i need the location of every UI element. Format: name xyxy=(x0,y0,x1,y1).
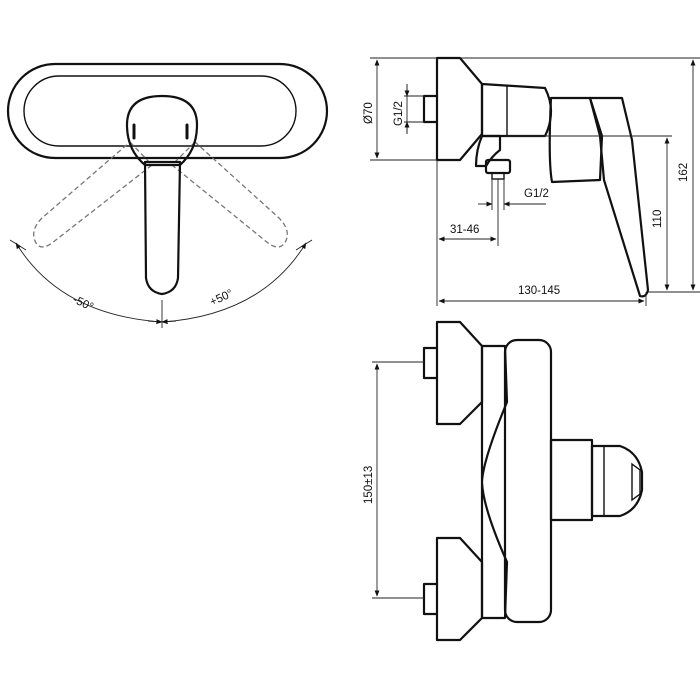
total-height-label: 162 xyxy=(678,163,690,182)
side-body xyxy=(480,82,553,138)
top-nipple-upper xyxy=(422,346,439,380)
dia-label: Ø70 xyxy=(363,102,375,124)
front-body-outline xyxy=(6,62,329,160)
top-escutcheon-upper xyxy=(435,320,484,426)
outlet-thread-label: G1/2 xyxy=(524,188,549,200)
top-view: 150±13 xyxy=(363,320,644,642)
lever-head xyxy=(125,94,199,167)
angle-arc xyxy=(15,242,307,323)
lever-right-position xyxy=(171,141,288,248)
depth-label: 130-145 xyxy=(518,285,560,297)
inlet-nipple xyxy=(422,94,439,124)
angle-tick-left xyxy=(9,239,27,251)
top-main-body xyxy=(503,338,553,624)
side-escutcheon xyxy=(435,56,484,162)
lever-handle xyxy=(143,160,182,296)
angle-right-label: +50° xyxy=(208,288,235,309)
top-escutcheon-lower xyxy=(435,536,484,642)
top-nipple-lower xyxy=(422,582,439,616)
angle-left-label: -50° xyxy=(71,294,95,314)
side-cartridge xyxy=(548,96,604,184)
center-arrow-right xyxy=(161,319,177,325)
top-body xyxy=(480,344,509,620)
front-view: -50° +50° xyxy=(6,62,329,328)
top-handle-knob xyxy=(590,444,644,518)
top-cartridge xyxy=(549,438,594,522)
side-lever xyxy=(588,96,650,298)
top-handle-cap xyxy=(631,462,641,502)
center-arrow-left xyxy=(147,319,163,325)
outlet-height-label: 110 xyxy=(652,210,664,228)
outlet-spout xyxy=(474,134,502,168)
centers-label: 150±13 xyxy=(363,466,375,504)
side-view: Ø70 G1/2 G1/2 31-46 130-145 110 162 xyxy=(363,56,700,306)
front-body-inner xyxy=(23,75,297,147)
offset-label: 31-46 xyxy=(450,224,479,236)
inlet-thread-label: G1/2 xyxy=(393,101,405,126)
angle-tick-right xyxy=(295,239,313,251)
